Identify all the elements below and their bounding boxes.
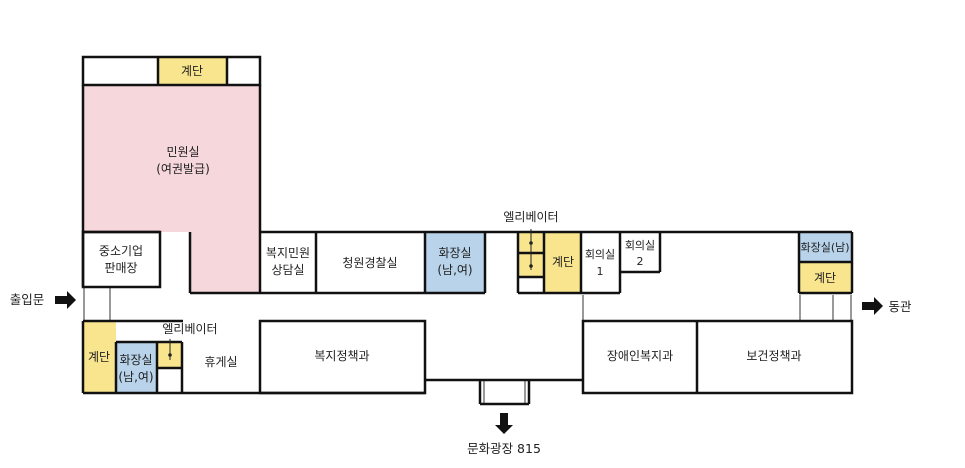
stairs-right-fill — [799, 262, 852, 293]
restroom-mid-fill — [425, 232, 485, 293]
restroom-right-label: 화장실(남) — [800, 241, 849, 254]
restroom-left-fill — [116, 342, 157, 393]
welfare-policy-label: 복지정책과 — [314, 348, 369, 363]
elevator-left-label: 엘리베이터 — [162, 322, 217, 336]
meeting-room-2-label: 회의실 — [625, 239, 655, 252]
elevator-left-icon — [168, 339, 172, 360]
elevator-mid-label: 엘리베이터 — [503, 210, 558, 224]
entrance-label: 출입문 — [10, 292, 45, 307]
youth-police-label: 청원경찰실 — [342, 256, 397, 270]
civil-office-sublabel: (여권발급) — [156, 162, 210, 176]
meeting-room-1-label: 회의실 — [585, 248, 615, 261]
welfare-counsel-label: 복지민원 — [266, 246, 310, 260]
stairs-mid-fill — [544, 232, 581, 293]
plaza-arrow-icon — [495, 413, 513, 434]
walls — [81, 55, 854, 406]
stairs-mid-label: 계단 — [552, 255, 574, 269]
east-building-label: 동관 — [888, 299, 912, 314]
stairs-left-label: 계단 — [88, 350, 110, 364]
stairs-top-fill — [158, 57, 227, 85]
elevator-mid-icon — [529, 229, 533, 270]
sme-shop-sublabel: 판매장 — [104, 261, 137, 275]
restroom-left-label: 화장실 — [119, 353, 152, 367]
meeting-room-1-number: 1 — [597, 265, 604, 278]
restroom-mid-sublabel: (남,여) — [437, 263, 472, 277]
restroom-left-sublabel: (남,여) — [118, 370, 153, 384]
plaza-label: 문화광장 815 — [467, 441, 541, 456]
stairs-top-label: 계단 — [181, 64, 203, 78]
welfare-counsel-sublabel: 상담실 — [271, 263, 304, 277]
stairs-right-label: 계단 — [814, 271, 836, 285]
door-openings — [83, 287, 852, 404]
entrance-arrow-icon — [55, 291, 76, 309]
stairs-left-fill — [83, 321, 116, 393]
restroom-right-fill — [799, 232, 852, 262]
restroom-mid-label: 화장실 — [438, 246, 471, 260]
health-policy-label: 보건정책과 — [746, 348, 801, 363]
meeting-room-2-number: 2 — [637, 255, 644, 268]
civil-office-fill — [83, 85, 260, 293]
east-building-arrow-icon — [862, 297, 883, 315]
disability-welfare-label: 장애인복지과 — [607, 349, 673, 363]
sme-shop-label: 중소기업 — [99, 244, 143, 258]
civil-office-label: 민원실 — [166, 145, 199, 159]
lounge-label: 휴게실 — [204, 355, 237, 369]
